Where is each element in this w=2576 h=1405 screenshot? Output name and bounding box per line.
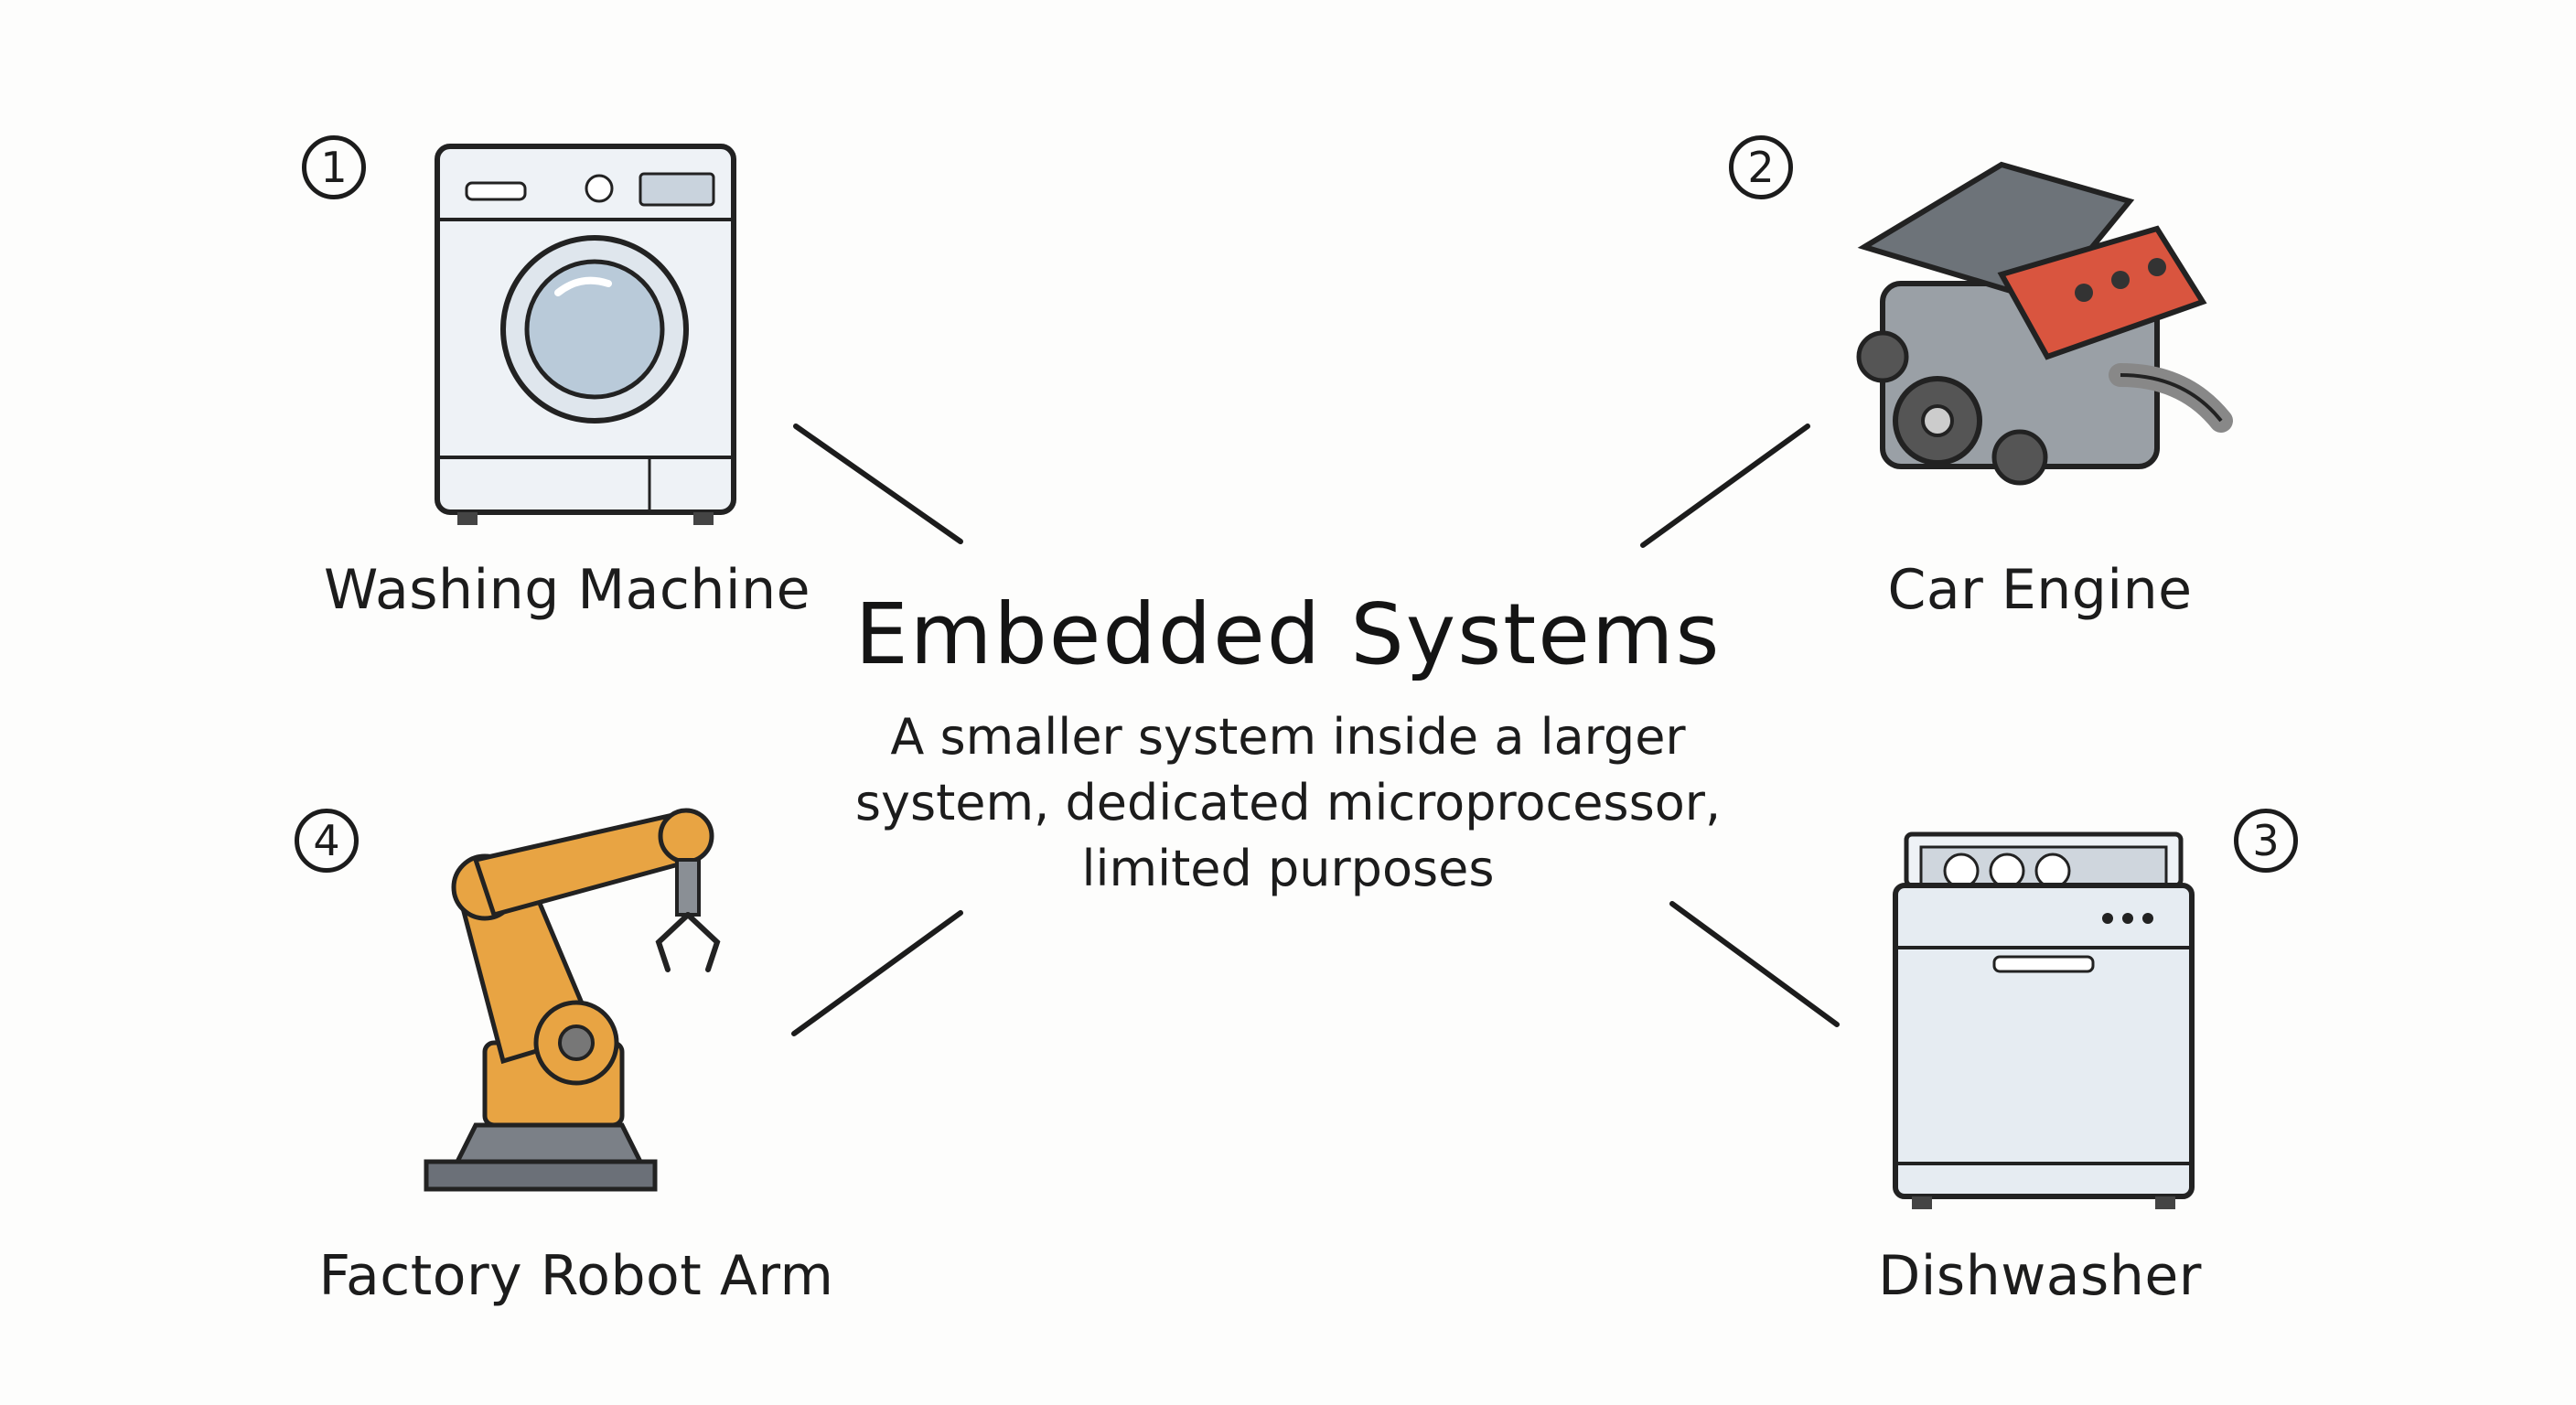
connector-robot-arm [791,910,963,1036]
washing-machine-icon [435,144,736,525]
connector-dishwasher [1669,901,1840,1027]
diagram-title: Embedded Systems [854,585,1722,683]
robot-arm-icon [424,808,721,1192]
number-badge-3: 3 [2234,809,2298,873]
connector-washing-machine [793,424,963,544]
number-badge-1: 1 [302,135,366,199]
label-dishwasher: Dishwasher [1878,1244,2202,1308]
connector-car-engine [1640,424,1810,548]
label-robot-arm: Factory Robot Arm [318,1244,834,1308]
label-washing-machine: Washing Machine [323,558,811,622]
label-car-engine: Car Engine [1887,558,2193,622]
diagram-subtitle: A smaller system inside a larger system,… [854,708,1722,897]
car-engine-icon [1856,161,2233,486]
number-badge-4: 4 [295,809,359,873]
number-badge-2: 2 [1729,135,1793,199]
dishwasher-icon [1893,831,2195,1209]
